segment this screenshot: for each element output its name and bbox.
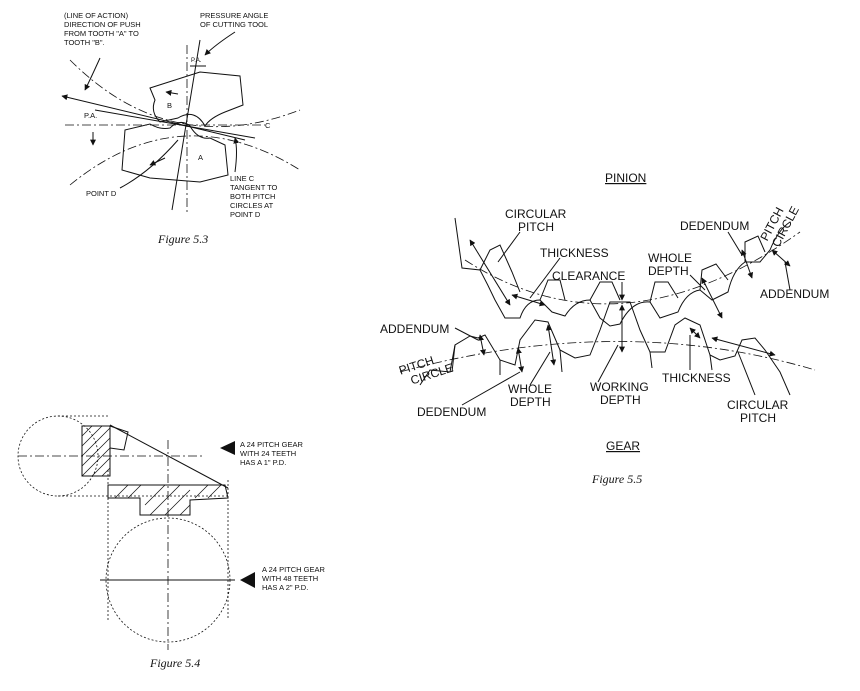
- addendum-left-arrow: [478, 334, 486, 356]
- dedendum-bottom-arrow: [515, 347, 525, 373]
- cone-line: [109, 424, 229, 489]
- line-of-action: [61, 94, 246, 141]
- tooth-b-outline: [149, 71, 244, 127]
- dedendum-bottom-label: DEDENDUM: [417, 405, 486, 419]
- circular-pitch-bottom-leader: [737, 351, 756, 396]
- gear-label: GEAR: [606, 439, 640, 453]
- line-of-action-leader: [84, 57, 101, 91]
- pitch-circle-bottom-label: PITCHCIRCLE: [397, 348, 455, 390]
- thickness-bottom-label: THICKNESS: [662, 371, 731, 385]
- pinion-body: [81, 425, 111, 477]
- tooth-b-label: B: [167, 101, 172, 110]
- addendum-right-arrow: [771, 249, 791, 267]
- tooth-a-outline: [121, 122, 229, 183]
- figure-5-4-caption: Figure 5.4: [149, 656, 200, 670]
- gear2-pointer: [240, 572, 255, 588]
- rotation-arrow-b: [165, 89, 179, 96]
- gear-tooth-roots: [451, 344, 713, 375]
- pressure-angle-leader: [204, 31, 236, 56]
- thickness-top-arrow: [511, 293, 546, 307]
- whole-depth-top-arrow: [701, 277, 723, 319]
- gear-body: [107, 484, 229, 516]
- gear-pitch-circle: [399, 341, 816, 373]
- pinion-pitch-circle: [464, 231, 801, 305]
- circular-pitch-bottom-arrow: [711, 336, 776, 357]
- pinion-label: PINION: [605, 171, 646, 185]
- pa-left-label: P.A.: [84, 111, 97, 120]
- dedendum-bottom-leader: [461, 371, 521, 406]
- gear1-pointer: [220, 441, 235, 455]
- line-c-leader: [233, 137, 240, 173]
- pitch-circle-upper: [69, 59, 301, 128]
- tooth-a-label: A: [198, 153, 203, 162]
- addendum-left-label: ADDENDUM: [380, 322, 449, 336]
- pressure-angle-line: [171, 39, 201, 211]
- addendum-left-leader: [454, 327, 479, 341]
- dedendum-top-arrow: [740, 249, 754, 279]
- circular-pitch-top-arrow: [469, 239, 511, 306]
- pitch-circle-top-label: PITCHCIRCLE: [757, 198, 802, 250]
- addendum-right-leader: [784, 261, 791, 291]
- pinion-tooth: [109, 425, 129, 451]
- figure-5-5-caption: Figure 5.5: [591, 472, 642, 486]
- whole-depth-bottom-arrow: [545, 324, 557, 366]
- dedendum-top-label: DEDENDUM: [680, 219, 749, 233]
- working-depth-leader: [597, 344, 619, 383]
- pitch-circle-lower: [69, 135, 301, 186]
- gear-hatching: [114, 484, 222, 516]
- whole-depth-bottom-leader: [529, 351, 551, 386]
- whole-depth-top-leader: [689, 274, 706, 291]
- pinion-hatching: [81, 425, 111, 477]
- circular-pitch-top-leader: [497, 231, 521, 263]
- point-d-leader: [119, 139, 179, 189]
- pa-top-label: P.A.: [191, 58, 202, 64]
- point-d-label: POINT D: [86, 189, 117, 198]
- thickness-top-label: THICKNESS: [540, 246, 609, 260]
- line-c-end-label: C: [265, 121, 271, 130]
- thickness-top-leader: [529, 257, 561, 299]
- figure-5-3-caption: Figure 5.3: [157, 232, 208, 246]
- thickness-bottom-arrow: [689, 327, 701, 339]
- addendum-right-label: ADDENDUM: [760, 287, 829, 301]
- clearance-label: CLEARANCE: [552, 269, 625, 283]
- dedendum-top-leader: [727, 231, 743, 256]
